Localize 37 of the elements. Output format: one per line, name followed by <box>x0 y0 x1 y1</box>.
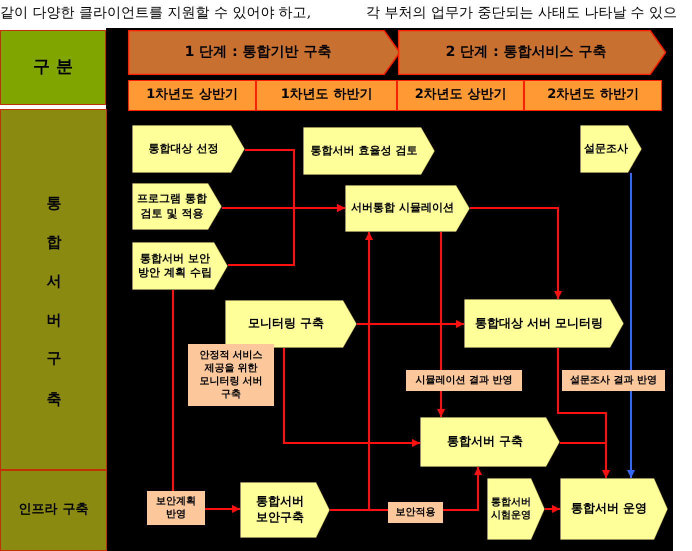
arrow <box>437 232 445 417</box>
arrow <box>283 348 420 447</box>
task-box: 통합서버 보안구축 <box>240 482 330 538</box>
edge-label: 시뮬레이션 결과 반영 <box>406 370 522 391</box>
task-box: 프로그램 통합 검토 및 적용 <box>132 183 222 230</box>
task-box: 통합대상 선정 <box>132 125 245 173</box>
arrow <box>627 173 635 478</box>
arrow <box>470 207 562 299</box>
task-box: 통합서버 운영 <box>560 478 668 540</box>
arrow <box>228 204 345 266</box>
edge-label: 설문조사 결과 반영 <box>562 370 665 391</box>
arrow <box>357 320 464 328</box>
task-box: 통합대상 서버 모니터링 <box>464 299 624 348</box>
arrow <box>560 442 610 478</box>
task-box: 서버통합 시뮬레이션 <box>345 185 470 232</box>
period-cell: 2차년도 상반기 <box>397 80 524 111</box>
header-cell: 구 분 <box>0 30 106 105</box>
category-band: 통합서버구축 <box>0 109 107 470</box>
task-box: 모니터링 구축 <box>225 300 357 348</box>
task-box: 통합서버 구축 <box>420 417 560 467</box>
task-box: 통합서버 보안 방안 계획 수립 <box>132 242 228 290</box>
body-text: 같이 다양한 클라이언트를 지원할 수 있어야 하고, <box>0 4 312 22</box>
stage-banner: 2 단계 : 통합서비스 구축 <box>398 30 666 75</box>
note-box: 안정적 서비스 제공을 위한 모니터링 서버 구축 <box>188 344 274 406</box>
category-band: 인프라 구축 <box>0 470 107 551</box>
arrow <box>330 467 482 511</box>
arrow <box>545 505 560 513</box>
task-box: 통합서버 효율성 검토 <box>303 127 435 175</box>
period-cell: 1차년도 상반기 <box>128 80 256 111</box>
edge-label: 보안계획 반영 <box>147 491 205 525</box>
task-box: 통합서버 시험운영 <box>487 478 545 540</box>
body-text: 각 부처의 업무가 중단되는 사태도 나타날 수 있으 <box>366 4 678 22</box>
period-cell: 2차년도 하반기 <box>524 80 662 111</box>
arrow <box>172 290 240 513</box>
stage-banner: 1 단계 : 통합기반 구축 <box>128 30 400 75</box>
edge-label: 보안적용 <box>388 502 443 523</box>
period-cell: 1차년도 하반기 <box>256 80 397 111</box>
